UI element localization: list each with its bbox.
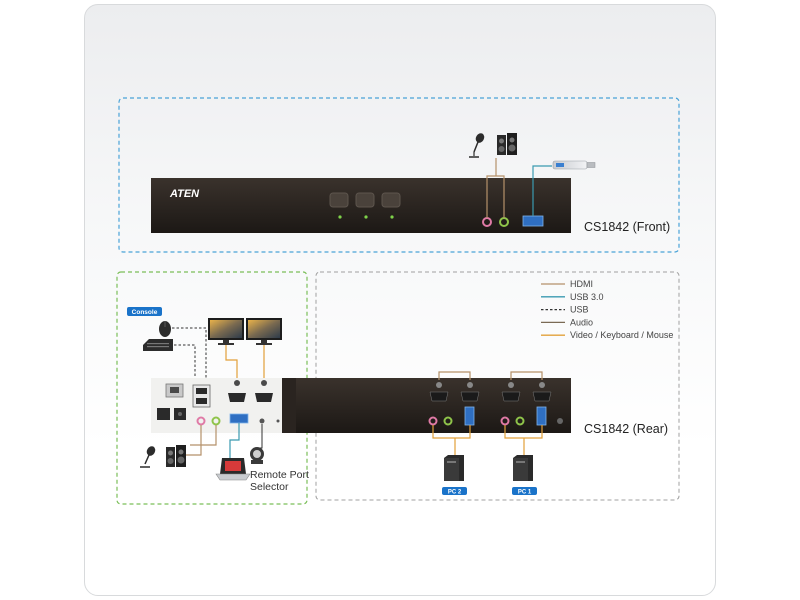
console-badge: Console: [127, 307, 162, 316]
usb-flash-drive-icon: [552, 160, 596, 170]
console-speaker-icon: [166, 445, 186, 467]
console-mouse-line: [172, 327, 207, 385]
pc1-badge: PC 1: [512, 487, 537, 496]
laptop-icon: [215, 458, 251, 481]
keyboard-icon: [143, 339, 173, 351]
legend-label: Video / Keyboard / Mouse: [570, 330, 673, 340]
svg-text:PC 1: PC 1: [518, 490, 532, 496]
front-usb3-line: [532, 165, 552, 216]
aten-logo: ATEN: [169, 188, 200, 200]
legend-label: HDMI: [570, 279, 593, 289]
remote-selector-label-line1: Remote Port: [250, 469, 309, 481]
front-usb3-port: [522, 215, 544, 227]
console-usb3-line: [229, 423, 240, 458]
legend-label: USB: [570, 305, 589, 315]
pc1-tower-icon: [513, 455, 533, 481]
pc1-ports: [500, 382, 552, 426]
front-section-border: [118, 97, 680, 253]
console-hdmi-line-1: [225, 345, 238, 380]
monitor-2-icon: [246, 318, 282, 345]
pc2-cable-line: [432, 425, 471, 455]
svg-text:Console: Console: [132, 309, 158, 316]
legend-label: Audio: [570, 317, 593, 327]
console-speaker-jack: [211, 416, 221, 426]
front-model-label: CS1842 (Front): [584, 220, 670, 234]
pc1-cable-line: [504, 425, 543, 455]
pc2-hdmi-line: [438, 371, 471, 380]
console-microphone-icon: [140, 446, 156, 468]
console-section-border: [116, 271, 308, 505]
remote-port: [259, 418, 265, 424]
console-keyboard-line: [174, 344, 196, 385]
console-mic-jack: [196, 416, 206, 426]
pc2-tower-icon: [444, 455, 464, 481]
ground-screw: [557, 418, 563, 424]
mouse-icon: [159, 321, 171, 337]
pc2-ports: [428, 382, 480, 426]
svg-text:PC 2: PC 2: [448, 490, 462, 496]
console-hdmi-ports: [228, 380, 273, 402]
rear-model-label: CS1842 (Rear): [584, 422, 668, 436]
speaker-icon: [497, 133, 517, 155]
pc2-badge: PC 2: [442, 487, 467, 496]
remote-selector-label-line2: Selector: [250, 481, 289, 493]
remote-port-selector-icon: [250, 447, 264, 464]
console-usb3-port: [229, 413, 249, 424]
pc1-hdmi-line: [510, 371, 543, 380]
diagram-card: [84, 4, 716, 596]
front-port-buttons: [329, 192, 401, 219]
power-switch: [157, 408, 170, 420]
microphone-icon: [469, 133, 485, 158]
monitor-1-icon: [208, 318, 244, 345]
legend-label: USB 3.0: [570, 292, 604, 302]
